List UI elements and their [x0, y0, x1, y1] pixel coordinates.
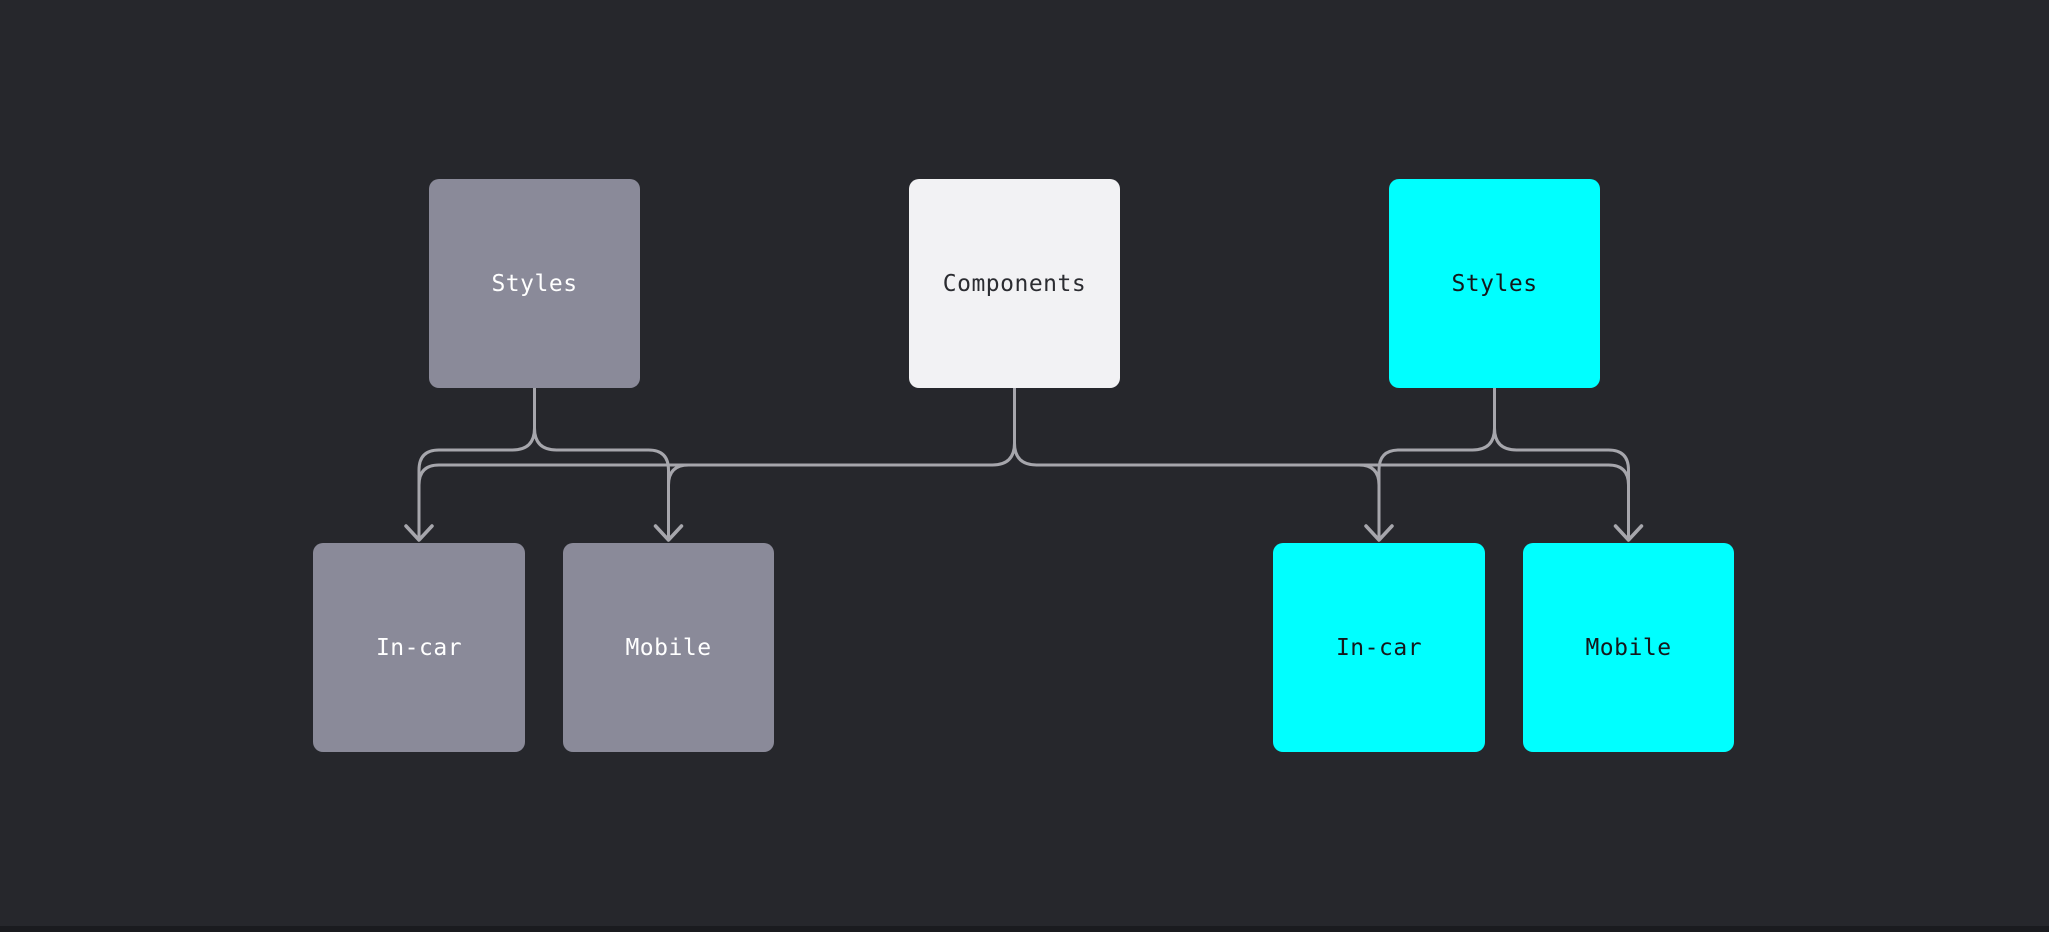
- arrowhead-icon: [653, 524, 684, 542]
- node-styles-left[interactable]: Styles: [429, 179, 640, 388]
- arrowhead-icon: [1364, 524, 1394, 542]
- node-mobile-right[interactable]: Mobile: [1523, 543, 1734, 752]
- edge-styles-left-to-incar-left: [417, 388, 536, 539]
- edge-components-to-incar-right: [1326, 463, 1381, 539]
- node-label: In-car: [375, 634, 463, 661]
- node-label: Mobile: [625, 634, 712, 661]
- window-edge-strip: [0, 926, 2049, 932]
- node-mobile-left[interactable]: Mobile: [563, 543, 774, 752]
- node-label: Styles: [491, 270, 578, 297]
- arrowhead-icon: [404, 524, 434, 542]
- edge-components-to-mobile-left: [667, 463, 722, 539]
- edge-styles-right-to-incar-right: [1377, 388, 1496, 539]
- edge-styles-left-to-mobile-left: [533, 388, 670, 539]
- node-styles-right[interactable]: Styles: [1389, 179, 1600, 388]
- node-incar-left[interactable]: In-car: [313, 543, 525, 752]
- node-components[interactable]: Components: [909, 179, 1120, 388]
- edge-components-to-mobile-right: [1013, 388, 1630, 539]
- node-label: Styles: [1451, 270, 1538, 297]
- node-incar-right[interactable]: In-car: [1273, 543, 1485, 752]
- arrowhead-icon: [1613, 524, 1644, 542]
- node-label: Mobile: [1585, 634, 1672, 661]
- node-label: In-car: [1335, 634, 1423, 661]
- node-label: Components: [942, 270, 1087, 297]
- edge-styles-right-to-mobile-right: [1493, 388, 1630, 539]
